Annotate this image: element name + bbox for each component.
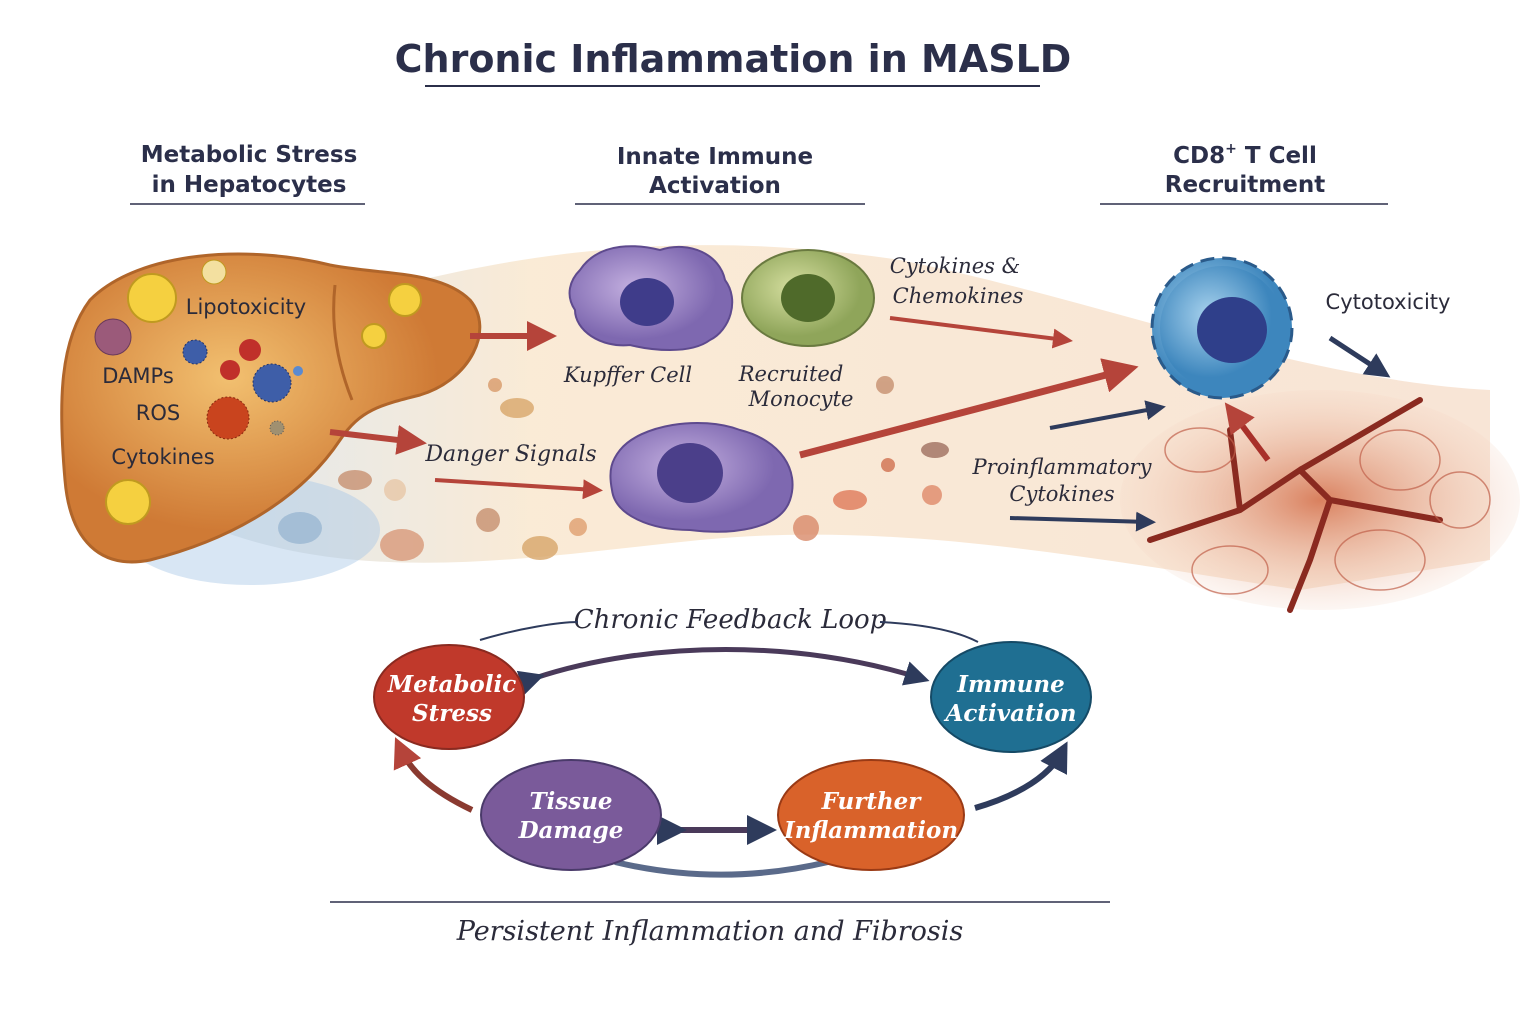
section-header-hepatocytes: Metabolic Stress in Hepatocytes xyxy=(130,142,365,205)
node-label: Activation xyxy=(944,700,1077,727)
label-monocyte-line: Monocyte xyxy=(748,387,854,411)
node-label: Stress xyxy=(412,700,492,727)
liver-illustration: Lipotoxicity DAMPs ROS Cytokines xyxy=(60,252,482,564)
arrow-danger-to-cell xyxy=(434,478,603,500)
arrow-liver-to-danger xyxy=(329,424,427,455)
section-header-line: in Hepatocytes xyxy=(152,172,347,198)
section-header-tcell: CD8+ T Cell Recruitment xyxy=(1100,141,1388,205)
section-header-line: Activation xyxy=(649,173,781,199)
kupffer-cell: Kupffer Cell xyxy=(563,245,734,387)
section-header-line: Recruitment xyxy=(1165,172,1325,198)
node-label: Metabolic xyxy=(387,671,517,698)
label-ros: ROS xyxy=(136,401,180,425)
section-header-line: CD8+ T Cell xyxy=(1173,141,1317,169)
arrow-damage-to-metabolic xyxy=(393,737,474,813)
label-kupffer-cell: Kupffer Cell xyxy=(563,363,692,387)
label-cytokines: Cytokines xyxy=(111,445,214,469)
label-proinflammatory-line: Cytokines xyxy=(1009,482,1114,506)
label-lipotoxicity: Lipotoxicity xyxy=(186,295,306,319)
node-label: Immune xyxy=(956,671,1065,698)
section-header-line: Metabolic Stress xyxy=(141,142,358,168)
loop-title: Chronic Feedback Loop xyxy=(574,605,887,635)
label-proinflammatory-line: Proinflammatory xyxy=(972,455,1153,479)
particles xyxy=(278,376,949,561)
label-cytokines-chemokines-line: Cytokines & xyxy=(890,254,1021,278)
arrow-cytotoxicity xyxy=(1328,335,1391,378)
arrow-macrophage-to-tcell xyxy=(799,358,1139,459)
arrow-tissue-to-tcell xyxy=(1224,402,1271,462)
section-header-innate: Innate Immune Activation xyxy=(575,144,865,205)
label-monocyte-line: Recruited xyxy=(738,362,844,386)
node-label: Tissue xyxy=(529,788,612,815)
arrow-inflammation-to-immune xyxy=(974,741,1068,811)
arrow-cytokines-chemokines xyxy=(889,316,1073,349)
label-danger-signals: Danger Signals xyxy=(424,442,596,467)
loop-node-immune-activation: Immune Activation xyxy=(930,641,1092,753)
damaged-tissue xyxy=(1120,390,1520,613)
recruited-monocyte: Recruited Monocyte xyxy=(738,249,875,411)
section-header-line: Innate Immune xyxy=(617,144,813,170)
loop-node-metabolic-stress: Metabolic Stress xyxy=(373,644,525,750)
arrow-metabolic-immune xyxy=(516,647,930,695)
node-label: Further xyxy=(821,788,923,815)
label-cytotoxicity: Cytotoxicity xyxy=(1326,290,1451,314)
label-damps: DAMPs xyxy=(102,364,174,388)
loop-node-tissue-damage: Tissue Damage xyxy=(480,759,662,871)
label-cytokines-chemokines-line: Chemokines xyxy=(893,284,1024,308)
node-label: Damage xyxy=(518,817,624,844)
loop-node-further-inflammation: Further Inflammation xyxy=(777,759,965,871)
loop-title-arc-right xyxy=(879,621,979,643)
arc-bottom xyxy=(614,859,829,878)
node-label: Inflammation xyxy=(783,817,958,844)
footer-caption: Persistent Inflammation and Fibrosis xyxy=(456,916,964,947)
page-title: Chronic Inflammation in MASLD xyxy=(395,37,1072,81)
activated-macrophage xyxy=(609,421,794,533)
arrow-proinflammatory xyxy=(1009,511,1156,532)
cd8-t-cell xyxy=(1150,256,1294,400)
loop-title-arc-left xyxy=(479,621,579,641)
arrow-to-tcell xyxy=(1049,400,1166,430)
